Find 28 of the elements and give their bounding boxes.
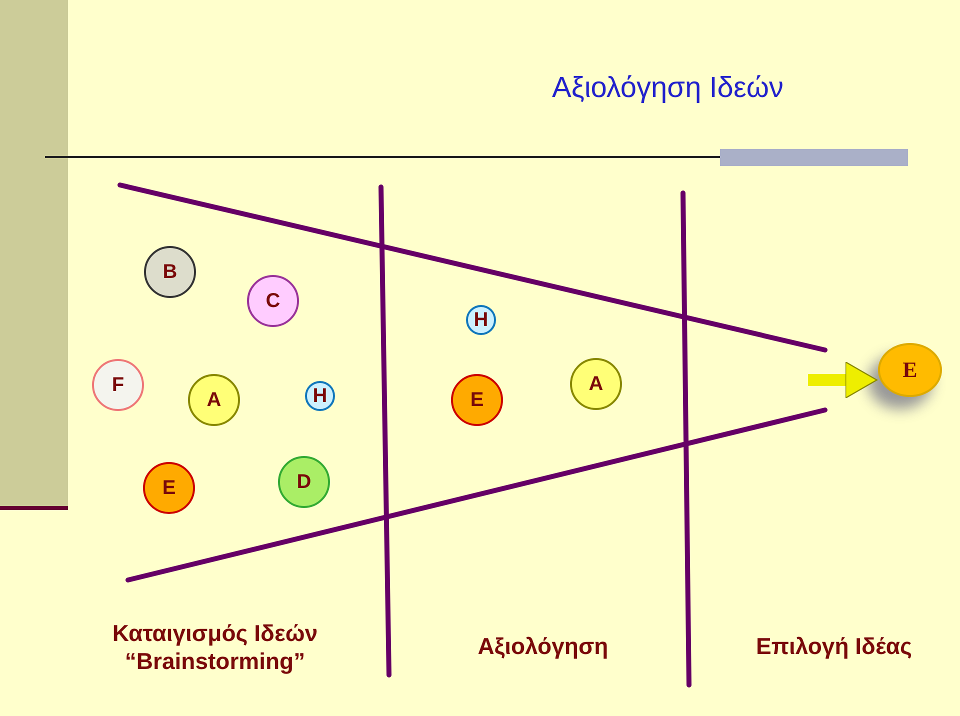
title: Αξιολόγηση Ιδεών xyxy=(552,72,784,105)
idea-letter: E xyxy=(902,359,918,381)
idea-letter: H xyxy=(474,310,488,330)
idea-letter: F xyxy=(112,375,124,395)
idea-circle xyxy=(144,246,196,298)
idea-circle xyxy=(188,374,240,426)
stage-label: Καταιγισμός Ιδεών xyxy=(112,620,318,647)
idea-letter: C xyxy=(266,291,280,311)
idea-letter: A xyxy=(206,390,222,410)
idea-circle xyxy=(92,359,144,411)
idea-circle xyxy=(466,305,496,335)
idea-circle xyxy=(278,456,330,508)
idea-letter: B xyxy=(162,262,178,282)
arrow xyxy=(808,361,878,399)
idea-circle xyxy=(247,275,299,327)
idea-letter: E xyxy=(162,478,176,498)
idea-letter: A xyxy=(588,374,604,394)
stage-label: Επιλογή Ιδέας xyxy=(756,633,912,660)
stage-label: “Brainstorming” xyxy=(124,648,306,675)
idea-letter: D xyxy=(296,472,312,492)
idea-circle xyxy=(305,381,335,411)
idea-letter: E xyxy=(470,390,484,410)
idea-letter: H xyxy=(312,386,328,406)
idea-circle xyxy=(878,343,942,397)
idea-circle xyxy=(570,358,622,410)
idea-circle xyxy=(451,374,503,426)
stage-label: Αξιολόγηση xyxy=(478,633,608,660)
idea-circle xyxy=(143,462,195,514)
